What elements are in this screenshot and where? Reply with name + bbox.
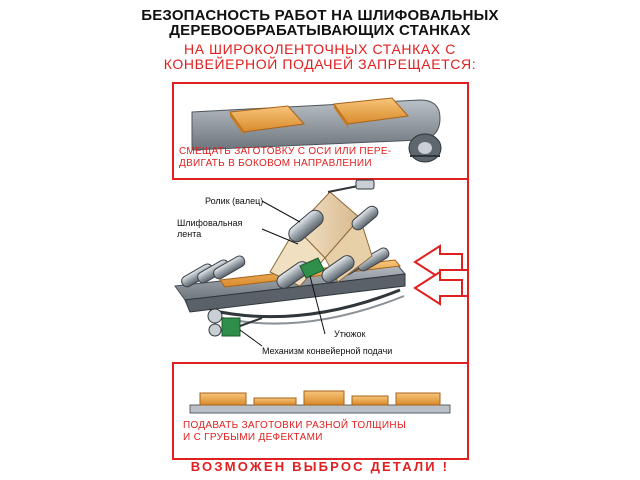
top-conveyor-illustration: [191, 97, 442, 163]
top-panel-text-line-1: СМЕЩАТЬ ЗАГОТОВКУ С ОСИ ИЛИ ПЕРЕ-: [179, 146, 392, 157]
bottom-boards-illustration: [189, 390, 451, 414]
sanding-machine-illustration: [174, 179, 406, 337]
iron-label: Утюжок: [334, 329, 366, 339]
leader-lines: [239, 200, 326, 347]
bottom-panel-text-line-1: ПОДАВАТЬ ЗАГОТОВКИ РАЗНОЙ ТОЛЩИНЫ: [183, 420, 407, 431]
poster-title-line-2: ДЕРЕВООБРАБАТЫВАЮЩИХ СТАНКАХ: [169, 22, 471, 39]
poster-title-line-1: БЕЗОПАСНОСТЬ РАБОТ НА ШЛИФОВАЛЬНЫХ: [141, 7, 499, 24]
poster-subtitle-line-1: НА ШИРОКОЛЕНТОЧНЫХ СТАНКАХ С: [184, 41, 456, 57]
roller-label: Ролик (валец): [205, 196, 264, 206]
workpiece-board: [333, 97, 409, 128]
top-panel-text-line-2: ДВИГАТЬ В БОКОВОМ НАПРАВЛЕНИИ: [179, 158, 372, 169]
sanding-belt-label-line-2: лента: [177, 229, 202, 239]
workpiece-board: [229, 105, 305, 136]
top-roller: [288, 209, 324, 243]
conveyor-drive-mechanism: [207, 308, 263, 337]
warning-arrow-lower-icon: [413, 270, 463, 306]
poster-subtitle-line-2: КОНВЕЙЕРНОЙ ПОДАЧЕЙ ЗАПРЕЩАЕТСЯ:: [163, 56, 477, 72]
conveyor-mechanism-label: Механизм конвейерной подачи: [262, 346, 393, 356]
footer-warning: ВОЗМОЖЕН ВЫБРОС ДЕТАЛИ !: [190, 459, 450, 474]
bottom-panel-text-line-2: И С ГРУБЫМИ ДЕФЕКТАМИ: [183, 432, 323, 443]
sanding-belt-label-line-1: Шлифовальная: [177, 218, 243, 228]
